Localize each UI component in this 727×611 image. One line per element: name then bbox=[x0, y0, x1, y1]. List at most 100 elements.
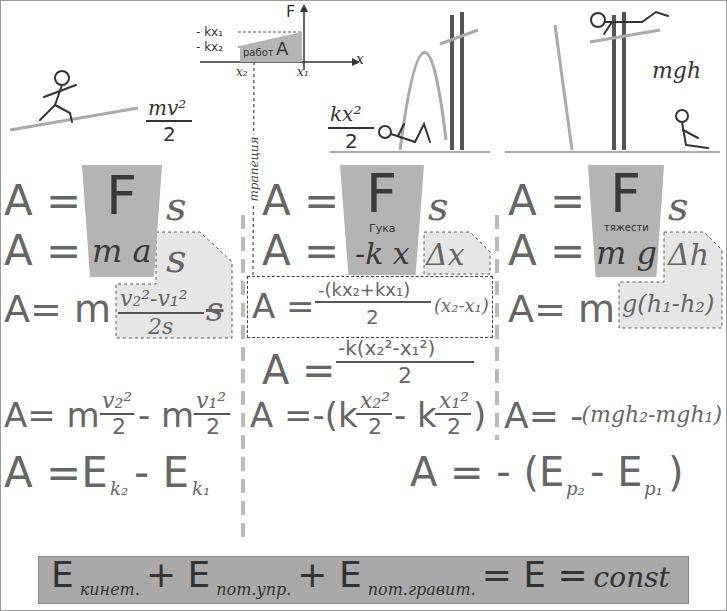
sitting-figure bbox=[676, 110, 708, 148]
node-text: (x₂-x₁) bbox=[434, 297, 489, 315]
formula-text: 2 bbox=[206, 416, 220, 438]
node-text: A = bbox=[252, 289, 315, 323]
trapezoid-fill bbox=[588, 165, 664, 277]
bar bbox=[440, 30, 478, 44]
post bbox=[612, 15, 616, 150]
formula-text: v₁² bbox=[196, 390, 226, 412]
formula-text: p₁ bbox=[644, 480, 663, 498]
post bbox=[450, 15, 454, 150]
node-text: -k x bbox=[355, 239, 410, 269]
formula-text: Δh bbox=[668, 240, 709, 270]
formula-text: A = - (E bbox=[410, 452, 564, 492]
f-axis bbox=[303, 12, 305, 70]
force-trapezoid: Fтяжести m g bbox=[588, 165, 664, 277]
formula-text: A= m bbox=[508, 290, 615, 328]
energy-band: Eкинет.+ Eпот.упр.+ Eпот.гравит.= E =con… bbox=[38, 556, 689, 604]
ground-line bbox=[330, 151, 490, 153]
trapezoid-fill bbox=[240, 32, 302, 62]
formula-text: ) bbox=[668, 452, 684, 492]
bar bbox=[590, 30, 660, 42]
formula-text: p₂ bbox=[566, 480, 585, 498]
formula-text: (mgh₂-mgh₁) bbox=[582, 404, 722, 426]
guide-line bbox=[238, 32, 302, 33]
formula-text: mv² bbox=[148, 98, 186, 118]
fraction-line bbox=[194, 413, 230, 415]
formula-text: v₂² bbox=[102, 390, 132, 412]
column-divider bbox=[495, 215, 499, 440]
column-divider bbox=[241, 215, 245, 545]
fraction-line bbox=[356, 413, 392, 415]
formula-text: A = bbox=[508, 230, 585, 272]
formula-text: - m bbox=[138, 398, 194, 432]
formula-text: A = bbox=[508, 180, 585, 222]
formula-text: g(h₁-h₂) bbox=[622, 292, 714, 316]
fraction-line bbox=[118, 312, 204, 314]
formula-text: mgh bbox=[652, 60, 701, 82]
trapezoid-fill bbox=[340, 165, 424, 275]
formula-text: x₂² bbox=[360, 390, 390, 412]
formula-text: x₁ bbox=[297, 66, 309, 78]
node-text: A bbox=[276, 40, 288, 58]
formula-text: s bbox=[206, 292, 223, 326]
formula-text: x₂ bbox=[236, 66, 248, 78]
dashed-box: A =-(kx₂+kx₁)2(x₂-x₁) bbox=[247, 276, 493, 338]
node-text: m a bbox=[92, 235, 152, 267]
formula-text: s bbox=[166, 238, 187, 278]
axis-arrow bbox=[300, 4, 308, 12]
formula-text: A= m bbox=[4, 290, 111, 328]
fraction-line bbox=[328, 127, 374, 129]
force-trapezoid: F Гука -k x bbox=[340, 165, 424, 275]
formula-text: 2 bbox=[163, 124, 176, 144]
node-text: тяжести bbox=[604, 223, 649, 233]
formula-text: A = bbox=[262, 180, 339, 222]
formula-text: s bbox=[166, 186, 187, 226]
formula-text: A = bbox=[262, 230, 339, 272]
callout bbox=[424, 232, 490, 274]
equation-text: кинет. bbox=[80, 582, 140, 598]
trajectory bbox=[400, 52, 446, 150]
formula-text: 2 bbox=[112, 416, 126, 438]
formula-text: s bbox=[668, 186, 689, 226]
trapezoid-fill bbox=[82, 165, 162, 277]
equation-text: пот.гравит. bbox=[368, 582, 476, 598]
formula-text: 2 bbox=[447, 416, 461, 438]
formula-text: - E bbox=[590, 452, 642, 492]
formula-text: k₁ bbox=[192, 480, 210, 498]
equation-text: E bbox=[51, 557, 74, 593]
fraction-line bbox=[146, 120, 192, 122]
pole bbox=[555, 25, 572, 150]
fraction-line bbox=[435, 413, 471, 415]
post bbox=[460, 12, 464, 150]
formula-text: A =-(k bbox=[250, 398, 358, 432]
formula-text: s bbox=[428, 186, 449, 226]
formula-text: -k(x₂²-x₁²) bbox=[338, 338, 435, 358]
formula-text: A = bbox=[4, 180, 81, 222]
equation-text: пот.упр. bbox=[216, 582, 291, 598]
node-text: F bbox=[610, 167, 641, 221]
formula-text: x₁² bbox=[439, 390, 469, 412]
formula-text: - kx₁ bbox=[196, 26, 223, 38]
edge-label: трапеция bbox=[247, 134, 259, 203]
node-text: 2 bbox=[366, 307, 379, 327]
node-text: m g bbox=[596, 237, 657, 269]
node-text: F bbox=[366, 167, 397, 221]
ground-line bbox=[10, 108, 138, 130]
fraction-line bbox=[100, 413, 134, 415]
formula-text: - k bbox=[394, 398, 437, 432]
formula-text: 2 bbox=[368, 416, 382, 438]
equation-text: const bbox=[594, 564, 670, 592]
ground-line bbox=[505, 151, 720, 153]
fraction-line bbox=[315, 301, 431, 303]
lying-figure bbox=[379, 124, 430, 142]
trapezoid-area: работA bbox=[240, 30, 302, 62]
node-text: Гука bbox=[369, 223, 396, 234]
equation-text: + E bbox=[297, 557, 361, 593]
formula-text: 2 bbox=[345, 131, 358, 151]
formula-text: Δx bbox=[426, 240, 465, 270]
jumper-figure bbox=[591, 12, 668, 34]
formula-text: x bbox=[356, 52, 364, 66]
runner-figure bbox=[40, 71, 76, 122]
formula-text: v₂²-v₁² bbox=[120, 288, 188, 310]
formula-text: A =E bbox=[4, 452, 108, 494]
